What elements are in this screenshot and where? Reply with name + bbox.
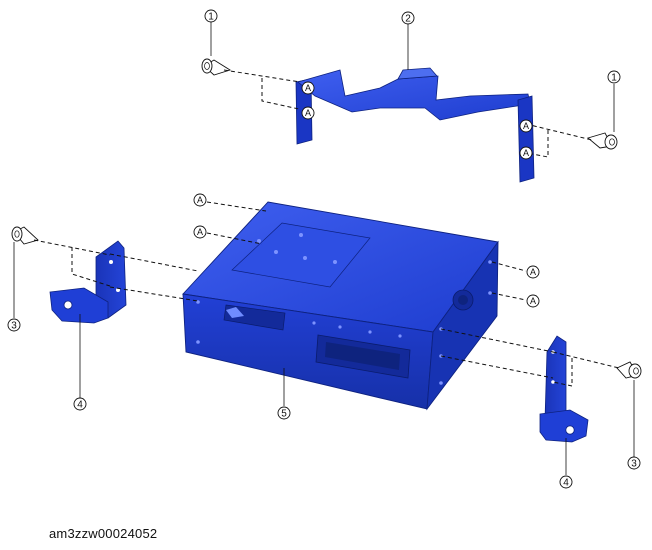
callout-4-label-left: 4 [77,400,83,411]
assembly-lines [33,69,620,387]
figure-id: am3zzw00024052 [49,526,158,541]
ref-a-unit-top-2: A [193,225,207,239]
callout-1-label: 1 [208,12,214,23]
ref-a-bracket-right-1: A [519,119,533,133]
unit-top-panel [231,222,371,288]
ref-a-bracket-left-1: A [301,81,315,95]
ref-a-label: A [197,195,203,205]
ref-a-label: A [523,148,529,158]
ref-a-label: A [197,227,203,237]
callout-4-label-right: 4 [563,478,569,489]
side-bracket-right [539,335,589,443]
callout-4-right: 4 [559,438,573,489]
unit-front-slot-shine [226,307,244,318]
side-screw-right [616,361,642,379]
callout-1-top-left: 1 [204,9,218,56]
upper-bracket-right-plate [517,95,535,183]
side-screw-left [11,226,39,245]
side-bracket-right-foot [539,409,589,443]
upper-bracket-bar [297,69,531,121]
ref-a-label: A [305,108,311,118]
upper-bracket-tab [397,67,438,80]
callout-2: 2 [401,11,415,70]
ref-a-unit-side-2: A [526,294,540,308]
callout-3-label-left: 3 [11,321,17,332]
ref-a-unit-top-1: A [193,193,207,207]
screw-top-right [587,132,618,150]
main-unit [182,201,499,411]
ref-a-bracket-right-2: A [519,146,533,160]
upper-bracket [295,67,535,183]
callout-4-left: 4 [73,314,87,411]
callout-1-label-right: 1 [611,73,617,84]
ref-a-label: A [530,296,536,306]
callout-3-right: 3 [627,380,641,470]
side-bracket-left [49,240,127,324]
callout-3-left: 3 [7,242,21,332]
unit-side-face [426,240,499,411]
screw-top-left [201,58,232,76]
ref-a-label: A [530,267,536,277]
callout-2-label: 2 [405,14,411,25]
callout-5: 5 [277,368,291,420]
ref-a-label: A [523,121,529,131]
ref-a-label: A [305,83,311,93]
callout-5-label: 5 [281,409,287,420]
ref-a-bracket-left-2: A [301,106,315,120]
ref-a-unit-side-1: A [526,265,540,279]
callout-1-top-right: 1 [607,70,621,132]
callout-3-label-right: 3 [631,459,637,470]
side-bracket-left-foot [49,287,109,324]
